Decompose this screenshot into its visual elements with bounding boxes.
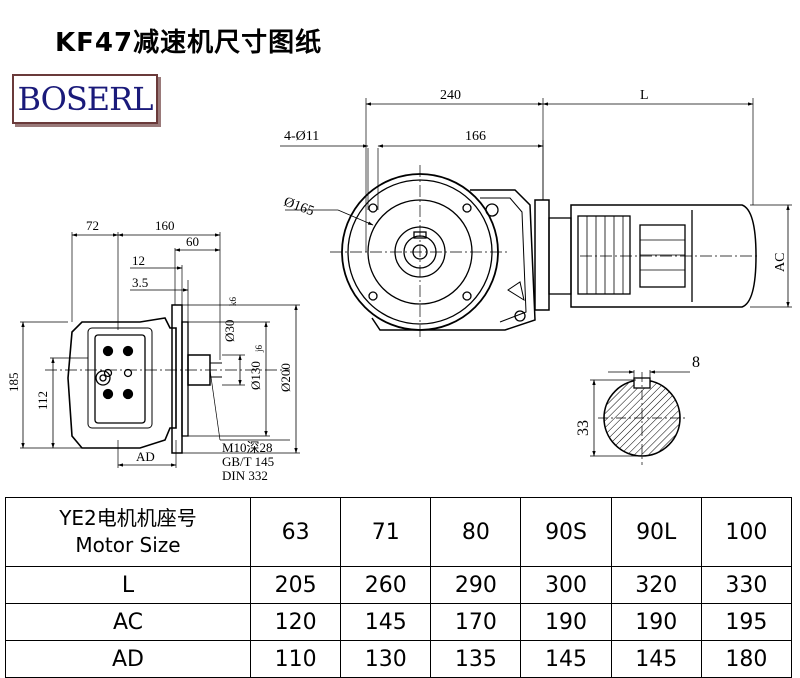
table-row-ad: AD 110 130 135 145 145 180 <box>5 640 793 678</box>
value-cell: 130 <box>340 640 432 678</box>
dim-d200: Ø200 <box>278 363 293 392</box>
dim-ac: AC <box>773 253 788 272</box>
technical-drawing: 72 160 60 12 3.5 185 112 AD Ø30 k6 Ø130 … <box>6 88 792 483</box>
size-cell: 90L <box>610 497 702 567</box>
value-cell: 195 <box>700 603 793 641</box>
dim-d30: Ø30 <box>222 320 237 342</box>
dim-4-holes: 4-Ø11 <box>284 129 319 144</box>
value-cell: 320 <box>610 566 702 604</box>
value-cell: 180 <box>700 640 793 678</box>
row-label: AD <box>5 640 251 678</box>
shaft-section <box>590 370 690 465</box>
dim-3-5: 3.5 <box>132 275 148 290</box>
dim-166: 166 <box>465 129 486 144</box>
note-thread: M10深28 <box>222 440 273 455</box>
value-cell: 260 <box>340 566 432 604</box>
dim-60: 60 <box>186 234 199 249</box>
size-cell: 80 <box>430 497 522 567</box>
value-cell: 145 <box>610 640 702 678</box>
dim-160: 160 <box>155 218 175 233</box>
value-cell: 205 <box>249 566 342 604</box>
value-cell: 170 <box>430 603 522 641</box>
size-cell: 90S <box>520 497 612 567</box>
dim-72: 72 <box>86 218 99 233</box>
dim-d130: Ø130 <box>248 361 263 390</box>
brand-logo: BOSERL <box>12 74 158 124</box>
size-cell: 71 <box>340 497 432 567</box>
value-cell: 110 <box>249 640 342 678</box>
dim-240: 240 <box>440 88 461 103</box>
dim-l: L <box>640 88 649 103</box>
value-cell: 120 <box>249 603 342 641</box>
motor-size-header-en: Motor Size <box>75 533 181 557</box>
table-row-l: L 205 260 290 300 320 330 <box>5 566 793 604</box>
dim-key-8: 8 <box>692 354 700 371</box>
dimension-table: YE2电机机座号 Motor Size 63 71 80 90S 90L 100… <box>5 497 793 678</box>
value-cell: 190 <box>520 603 612 641</box>
size-cell: 100 <box>700 497 793 567</box>
front-view <box>280 98 792 340</box>
table-row-ac: AC 120 145 170 190 190 195 <box>5 603 793 641</box>
value-cell: 145 <box>340 603 432 641</box>
dim-d30-tol: k6 <box>228 297 238 307</box>
value-cell: 290 <box>430 566 522 604</box>
value-cell: 300 <box>520 566 612 604</box>
dim-33: 33 <box>575 420 592 436</box>
value-cell: 330 <box>700 566 793 604</box>
dim-185: 185 <box>6 373 21 393</box>
dim-d165: Ø165 <box>282 195 316 220</box>
side-view-labels: 72 160 60 12 3.5 185 112 AD Ø30 k6 Ø130 … <box>6 218 293 483</box>
note-standard-gb: GB/T 145 <box>222 454 274 469</box>
size-cell: 63 <box>249 497 342 567</box>
side-view <box>20 232 300 468</box>
row-label: AC <box>5 603 251 641</box>
dim-d130-tol: j6 <box>254 344 264 353</box>
value-cell: 190 <box>610 603 702 641</box>
page-title: KF47减速机尺寸图纸 <box>55 28 323 58</box>
table-header-row: YE2电机机座号 Motor Size 63 71 80 90S 90L 100 <box>5 497 793 567</box>
dim-ad: AD <box>136 449 155 464</box>
note-standard-din: DIN 332 <box>222 468 268 483</box>
value-cell: 135 <box>430 640 522 678</box>
value-cell: 145 <box>520 640 612 678</box>
motor-size-header: YE2电机机座号 Motor Size <box>5 497 251 567</box>
shaft-section-labels: 8 33 <box>575 354 700 436</box>
dim-12: 12 <box>132 253 145 268</box>
row-label: L <box>5 566 251 604</box>
dim-112: 112 <box>35 391 50 410</box>
motor-size-header-cn: YE2电机机座号 <box>59 506 197 530</box>
